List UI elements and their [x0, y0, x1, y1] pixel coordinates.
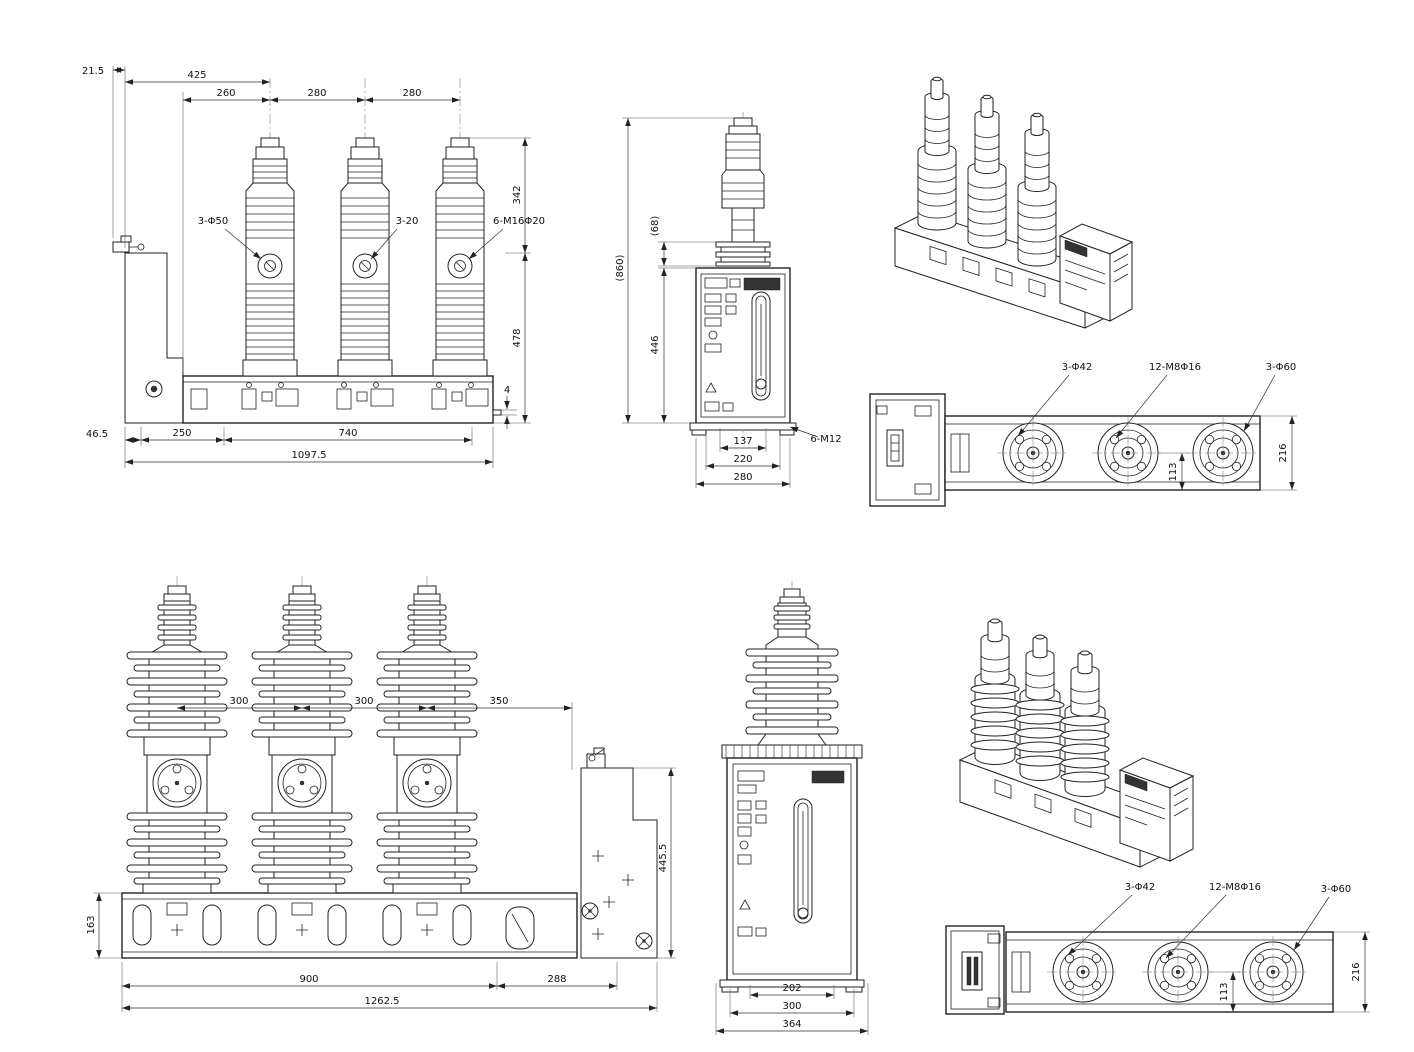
view-top-b: 3-Φ42 12-M8Φ16 3-Φ60 113 216 — [945, 882, 1370, 1015]
dim-445-5: 445.5 — [658, 844, 669, 873]
right-structure — [580, 747, 658, 959]
label-3-20: 3-20 — [396, 216, 419, 227]
iso-pole-3 — [1060, 650, 1110, 797]
dimensions-side-b: 202 300 364 — [715, 983, 869, 1035]
label-6-m16: 6-M16Φ20 — [493, 216, 545, 227]
view-iso-a — [893, 76, 1134, 329]
label-6-m12: 6-M12 — [810, 434, 841, 445]
dim-300-b: 300 — [354, 696, 373, 707]
pole-2 — [251, 585, 353, 894]
iso-pole-2 — [967, 94, 1007, 249]
dim-900: 900 — [299, 974, 318, 985]
left-bracket-plate — [112, 235, 184, 424]
top-poles — [1046, 935, 1310, 1009]
dim-300-a: 300 — [229, 696, 248, 707]
dim-280-a: 280 — [307, 88, 326, 99]
iso-control-box — [1118, 757, 1195, 862]
pole-side — [715, 117, 771, 267]
iso-control-box — [1058, 223, 1134, 322]
mechanism-cabinet — [689, 267, 797, 436]
insulator-side — [721, 588, 863, 759]
dimensions-side-a: (860) (68) 446 137 220 280 6-M12 — [615, 117, 842, 488]
dim-288: 288 — [547, 974, 566, 985]
dim-446: 446 — [650, 335, 661, 354]
view-top-a: 3-Φ42 12-M8Φ16 3-Φ60 113 216 — [869, 362, 1297, 507]
iso-pole-2 — [1015, 634, 1065, 781]
view-side-a: (860) (68) 446 137 220 280 6-M12 — [615, 112, 842, 488]
mechanism-cabinet — [719, 757, 865, 993]
dim-350: 350 — [489, 696, 508, 707]
dim-250: 250 — [172, 428, 191, 439]
dim-300: 300 — [782, 1001, 801, 1012]
dim-1097-5: 1097.5 — [292, 450, 327, 461]
dim-478: 478 — [512, 328, 523, 347]
top-poles — [996, 416, 1260, 490]
poles — [242, 137, 488, 377]
dim-113: 113 — [1219, 982, 1230, 1001]
iso-pole-1 — [917, 76, 957, 231]
pole-2 — [337, 137, 393, 377]
pole-1 — [242, 137, 298, 377]
label-3-phi60: 3-Φ60 — [1321, 884, 1352, 895]
view-front-a: 21.5 425 260 280 280 3-Φ50 3-20 6-M16Φ20… — [82, 66, 545, 468]
dimensions-front-a: 21.5 425 260 280 280 3-Φ50 3-20 6-M16Φ20… — [82, 66, 545, 468]
dim-260: 260 — [216, 88, 235, 99]
dim-216: 216 — [1278, 443, 1289, 462]
pole-3 — [432, 137, 488, 377]
dim-280-b: 280 — [402, 88, 421, 99]
dimensions-top-a: 3-Φ42 12-M8Φ16 3-Φ60 113 216 — [1017, 362, 1297, 491]
side-tab — [492, 409, 502, 416]
dim-113: 113 — [1168, 462, 1179, 481]
label-3-phi42: 3-Φ42 — [1062, 362, 1093, 373]
top-mech-box — [869, 393, 946, 507]
label-12-m8: 12-M8Φ16 — [1149, 362, 1201, 373]
dim-137: 137 — [733, 436, 752, 447]
dim-425: 425 — [187, 70, 206, 81]
dim-21-5: 21.5 — [82, 66, 104, 77]
dim-46-5: 46.5 — [86, 429, 108, 440]
dim-4: 4 — [504, 385, 510, 396]
dim-163: 163 — [86, 915, 97, 934]
iso-pole-1 — [970, 618, 1020, 765]
label-3-phi42: 3-Φ42 — [1125, 882, 1156, 893]
target-symbol — [635, 932, 653, 950]
view-front-b: 300 300 350 163 445.5 900 288 1262.5 — [86, 576, 676, 1012]
dim-280: 280 — [733, 472, 752, 483]
dim-68: (68) — [650, 216, 661, 237]
base-frame — [182, 375, 502, 424]
dim-860: (860) — [615, 254, 626, 281]
dim-220: 220 — [733, 454, 752, 465]
dim-202: 202 — [782, 983, 801, 994]
dim-364: 364 — [782, 1019, 801, 1030]
pole-1 — [126, 585, 228, 894]
poles — [126, 585, 478, 894]
view-side-b: 202 300 364 — [715, 581, 869, 1035]
frame-fittings — [241, 382, 489, 410]
iso-pole-3 — [1017, 112, 1057, 267]
view-iso-b — [958, 618, 1195, 868]
dim-342: 342 — [512, 185, 523, 204]
label-3-phi60: 3-Φ60 — [1266, 362, 1297, 373]
label-3-phi50: 3-Φ50 — [198, 216, 229, 227]
dim-1262-5: 1262.5 — [365, 996, 400, 1007]
base-frame — [121, 892, 578, 959]
pole-3 — [376, 585, 478, 894]
label-12-m8: 12-M8Φ16 — [1209, 882, 1261, 893]
top-mech-box — [945, 925, 1005, 1015]
dimensions-top-b: 3-Φ42 12-M8Φ16 3-Φ60 113 216 — [1067, 882, 1370, 1013]
dim-216: 216 — [1351, 962, 1362, 981]
target-symbol — [581, 902, 599, 920]
dimensions-front-b: 300 300 350 163 445.5 900 288 1262.5 — [86, 696, 676, 1012]
dim-740: 740 — [338, 428, 357, 439]
